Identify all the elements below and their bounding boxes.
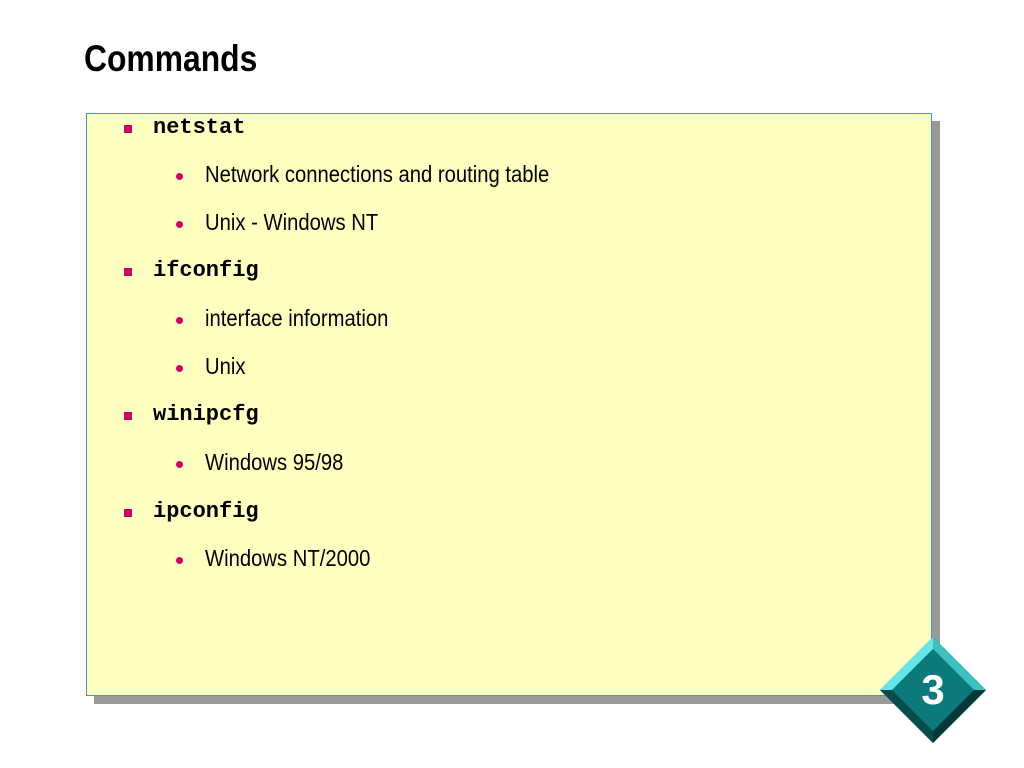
sub-item: interface information	[205, 305, 389, 331]
command-ifconfig: ifconfig	[153, 258, 259, 283]
round-bullet-icon	[176, 557, 183, 564]
sub-item: Windows 95/98	[205, 449, 344, 475]
diamond-badge-icon	[880, 637, 986, 743]
round-bullet-icon	[176, 461, 183, 468]
page-number-badge: 3	[921, 666, 945, 713]
content-box	[86, 113, 932, 696]
sub-item: Network connections and routing table	[205, 161, 550, 187]
square-bullet-icon	[124, 125, 132, 133]
command-winipcfg: winipcfg	[153, 402, 259, 427]
sub-item: Unix	[205, 353, 246, 379]
round-bullet-icon	[176, 317, 183, 324]
square-bullet-icon	[124, 412, 132, 420]
round-bullet-icon	[176, 365, 183, 372]
sub-item: Windows NT/2000	[205, 545, 371, 571]
square-bullet-icon	[124, 509, 132, 517]
page-title: Commands	[84, 38, 258, 79]
sub-item: Unix - Windows NT	[205, 209, 379, 235]
round-bullet-icon	[176, 173, 183, 180]
square-bullet-icon	[124, 268, 132, 276]
round-bullet-icon	[176, 221, 183, 228]
command-netstat: netstat	[153, 115, 246, 140]
command-ipconfig: ipconfig	[153, 499, 259, 524]
